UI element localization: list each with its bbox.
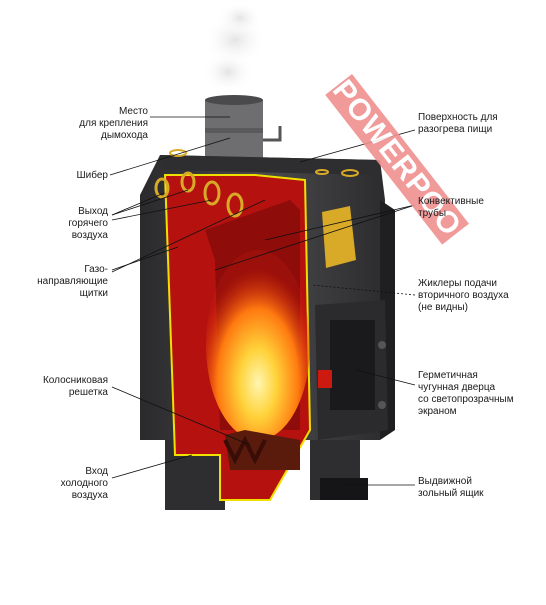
label-damper: Шибер bbox=[76, 170, 109, 181]
label-cold-air-inlet: Вход холодного воздуха bbox=[60, 466, 108, 501]
brass-nameplate bbox=[322, 206, 356, 268]
firebox-cutaway bbox=[163, 174, 312, 501]
label-hot-air-outlet: Выход горячего воздуха bbox=[68, 206, 108, 241]
ash-drawer bbox=[320, 478, 368, 500]
label-chimney-mount: Место для крепления дымохода bbox=[79, 106, 148, 141]
chimney-pipe bbox=[205, 95, 282, 158]
leader-lines bbox=[109, 116, 416, 486]
convection-pipes bbox=[154, 149, 359, 218]
label-convection-pipes: Конвективные трубы bbox=[418, 196, 484, 219]
label-secondary-air-jets: Жиклеры подачи вторичного воздуха (не ви… bbox=[418, 278, 509, 313]
label-cooking-surface: Поверхность для разогрева пищи bbox=[418, 112, 498, 135]
smoke bbox=[202, 2, 267, 92]
label-gas-guide-shields: Газо- направляющие щитки bbox=[37, 264, 108, 299]
cast-iron-door bbox=[315, 300, 388, 440]
label-grate: Колосниковая решетка bbox=[42, 375, 108, 398]
label-ash-drawer: Выдвижной зольный ящик bbox=[418, 476, 484, 499]
label-sealed-door: Герметичная чугунная дверца со светопроз… bbox=[418, 370, 514, 417]
